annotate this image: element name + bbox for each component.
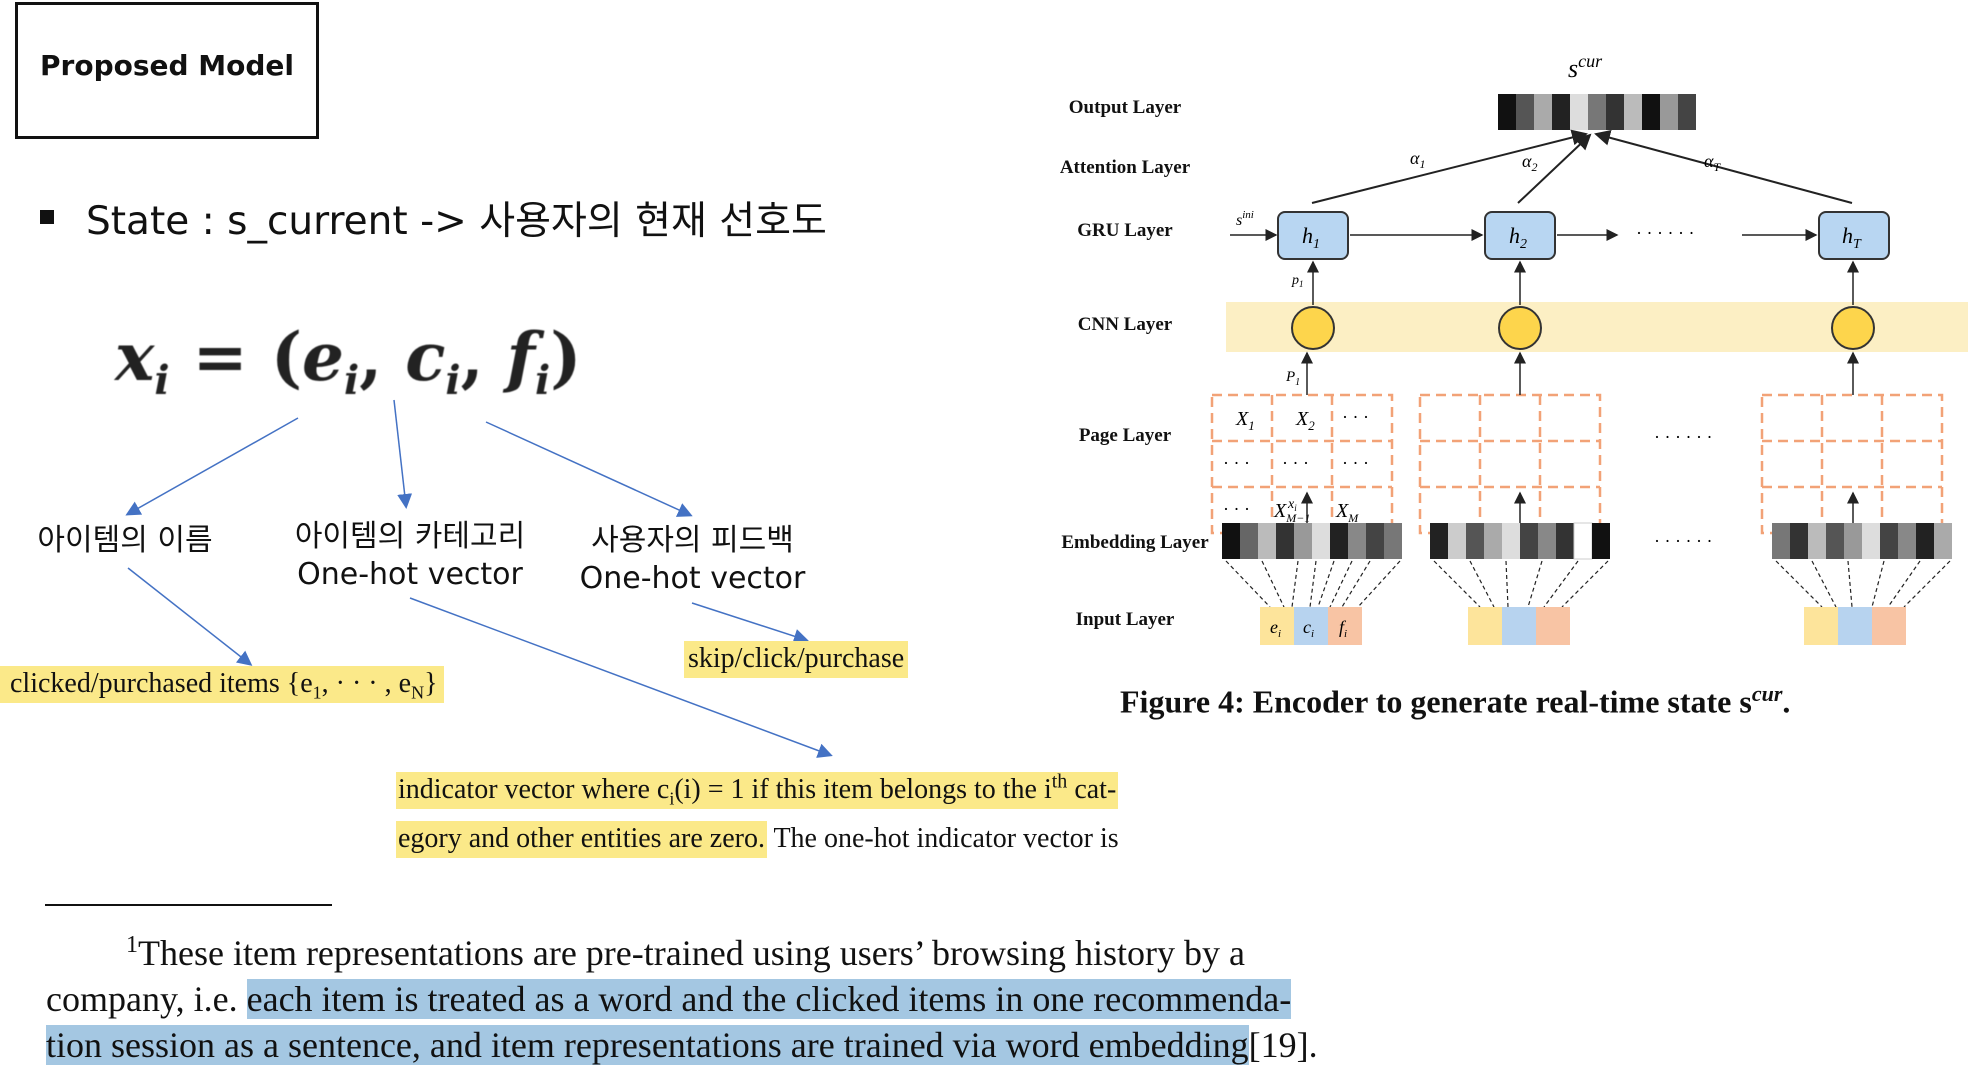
svg-text:xi: xi: [1287, 497, 1297, 513]
gru-cell-1: [1277, 211, 1349, 260]
svg-text:XM: XM: [1335, 500, 1359, 525]
svg-text:fi: fi: [1339, 617, 1347, 640]
snippet-feedback: skip/click/purchase: [684, 641, 909, 678]
layer-label-input: Input Layer: [1075, 609, 1175, 630]
svg-text:α2: α2: [1522, 151, 1537, 174]
layer-label-output: Output Layer: [1068, 97, 1182, 118]
input-vector-2: [1468, 607, 1570, 645]
slide-title: Proposed Model: [40, 49, 295, 82]
cnn-node-T: [1831, 306, 1875, 350]
svg-text:· · ·: · · ·: [1223, 499, 1250, 519]
encoder-diagram: scur α1 α2 αT sini h1 h2 · · · · · · hT …: [1210, 55, 1968, 645]
svg-text:hT: hT: [1842, 223, 1862, 252]
layer-label-cnn: CNN Layer: [1077, 314, 1173, 335]
svg-text:ei: ei: [1270, 617, 1281, 640]
svg-text:· · ·: · · ·: [1223, 453, 1250, 473]
svg-text:· · · · · ·: · · · · · ·: [1654, 427, 1712, 447]
svg-text:h2: h2: [1509, 223, 1527, 252]
svg-text:αT: αT: [1704, 151, 1721, 174]
output-vector: [1498, 94, 1696, 130]
svg-text:p1: p1: [1291, 273, 1304, 289]
title-box: Proposed Model: [15, 2, 319, 139]
svg-text:α1: α1: [1410, 148, 1425, 171]
svg-text:· · ·: · · ·: [1282, 453, 1309, 473]
svg-text:h1: h1: [1302, 223, 1320, 252]
svg-text:· · ·: · · ·: [1342, 453, 1369, 473]
cnn-node-1: [1291, 306, 1335, 350]
embedding-vector-T: [1772, 523, 1952, 559]
svg-text:P1: P1: [1285, 369, 1300, 388]
layer-label-embedding: Embedding Layer: [1061, 532, 1209, 553]
footnote-rule: [45, 904, 332, 906]
svg-text:· · ·: · · ·: [1342, 407, 1369, 427]
page-grid-2: [1418, 393, 1602, 535]
snippet-indicator: indicator vector where ci(i) = 1 if this…: [396, 762, 1119, 859]
label-user-feedback: 사용자의 피드백 One-hot vector: [579, 523, 806, 596]
formula: xi = (ei, ci, fi): [115, 318, 582, 405]
svg-text:XM−1: XM−1: [1273, 500, 1310, 525]
svg-text:X2: X2: [1295, 408, 1315, 433]
snippet-clicked-items: clicked/purchased items {e1, · · · , eN}: [0, 666, 444, 704]
cnn-node-2: [1498, 306, 1542, 350]
bullet-marker: [40, 210, 54, 224]
layer-label-page: Page Layer: [1078, 425, 1172, 446]
svg-text:ci: ci: [1303, 617, 1314, 640]
s-cur-label: scur: [1568, 55, 1603, 83]
svg-text:· · · · · ·: · · · · · ·: [1654, 531, 1712, 551]
gru-cell-T: [1818, 211, 1890, 260]
input-vector-1: [1260, 607, 1362, 645]
layer-label-gru: GRU Layer: [1077, 220, 1173, 241]
layer-label-attention: Attention Layer: [1059, 157, 1191, 178]
svg-text:X1: X1: [1235, 408, 1255, 433]
svg-text:sini: sini: [1236, 209, 1254, 229]
label-item-category: 아이템의 카테고리 One-hot vector: [294, 519, 526, 592]
footnote: 1These item representations are pre-trai…: [46, 932, 1318, 1065]
svg-text:· · · · · ·: · · · · · ·: [1636, 223, 1694, 243]
page-grid-T: [1760, 393, 1944, 535]
gru-cell-2: [1484, 211, 1556, 260]
embedding-vector-2: [1430, 522, 1610, 560]
figure-caption: Figure 4: Encoder to generate real-time …: [1120, 681, 1791, 720]
encoder-figure: Output Layer Attention Layer GRU Layer C…: [1030, 55, 1968, 735]
input-vector-T: [1804, 607, 1906, 645]
state-line: State : s_current -> 사용자의 현재 선호도: [86, 199, 827, 244]
embedding-vector-1: [1222, 523, 1402, 559]
label-item-name: 아이템의 이름: [37, 523, 213, 558]
